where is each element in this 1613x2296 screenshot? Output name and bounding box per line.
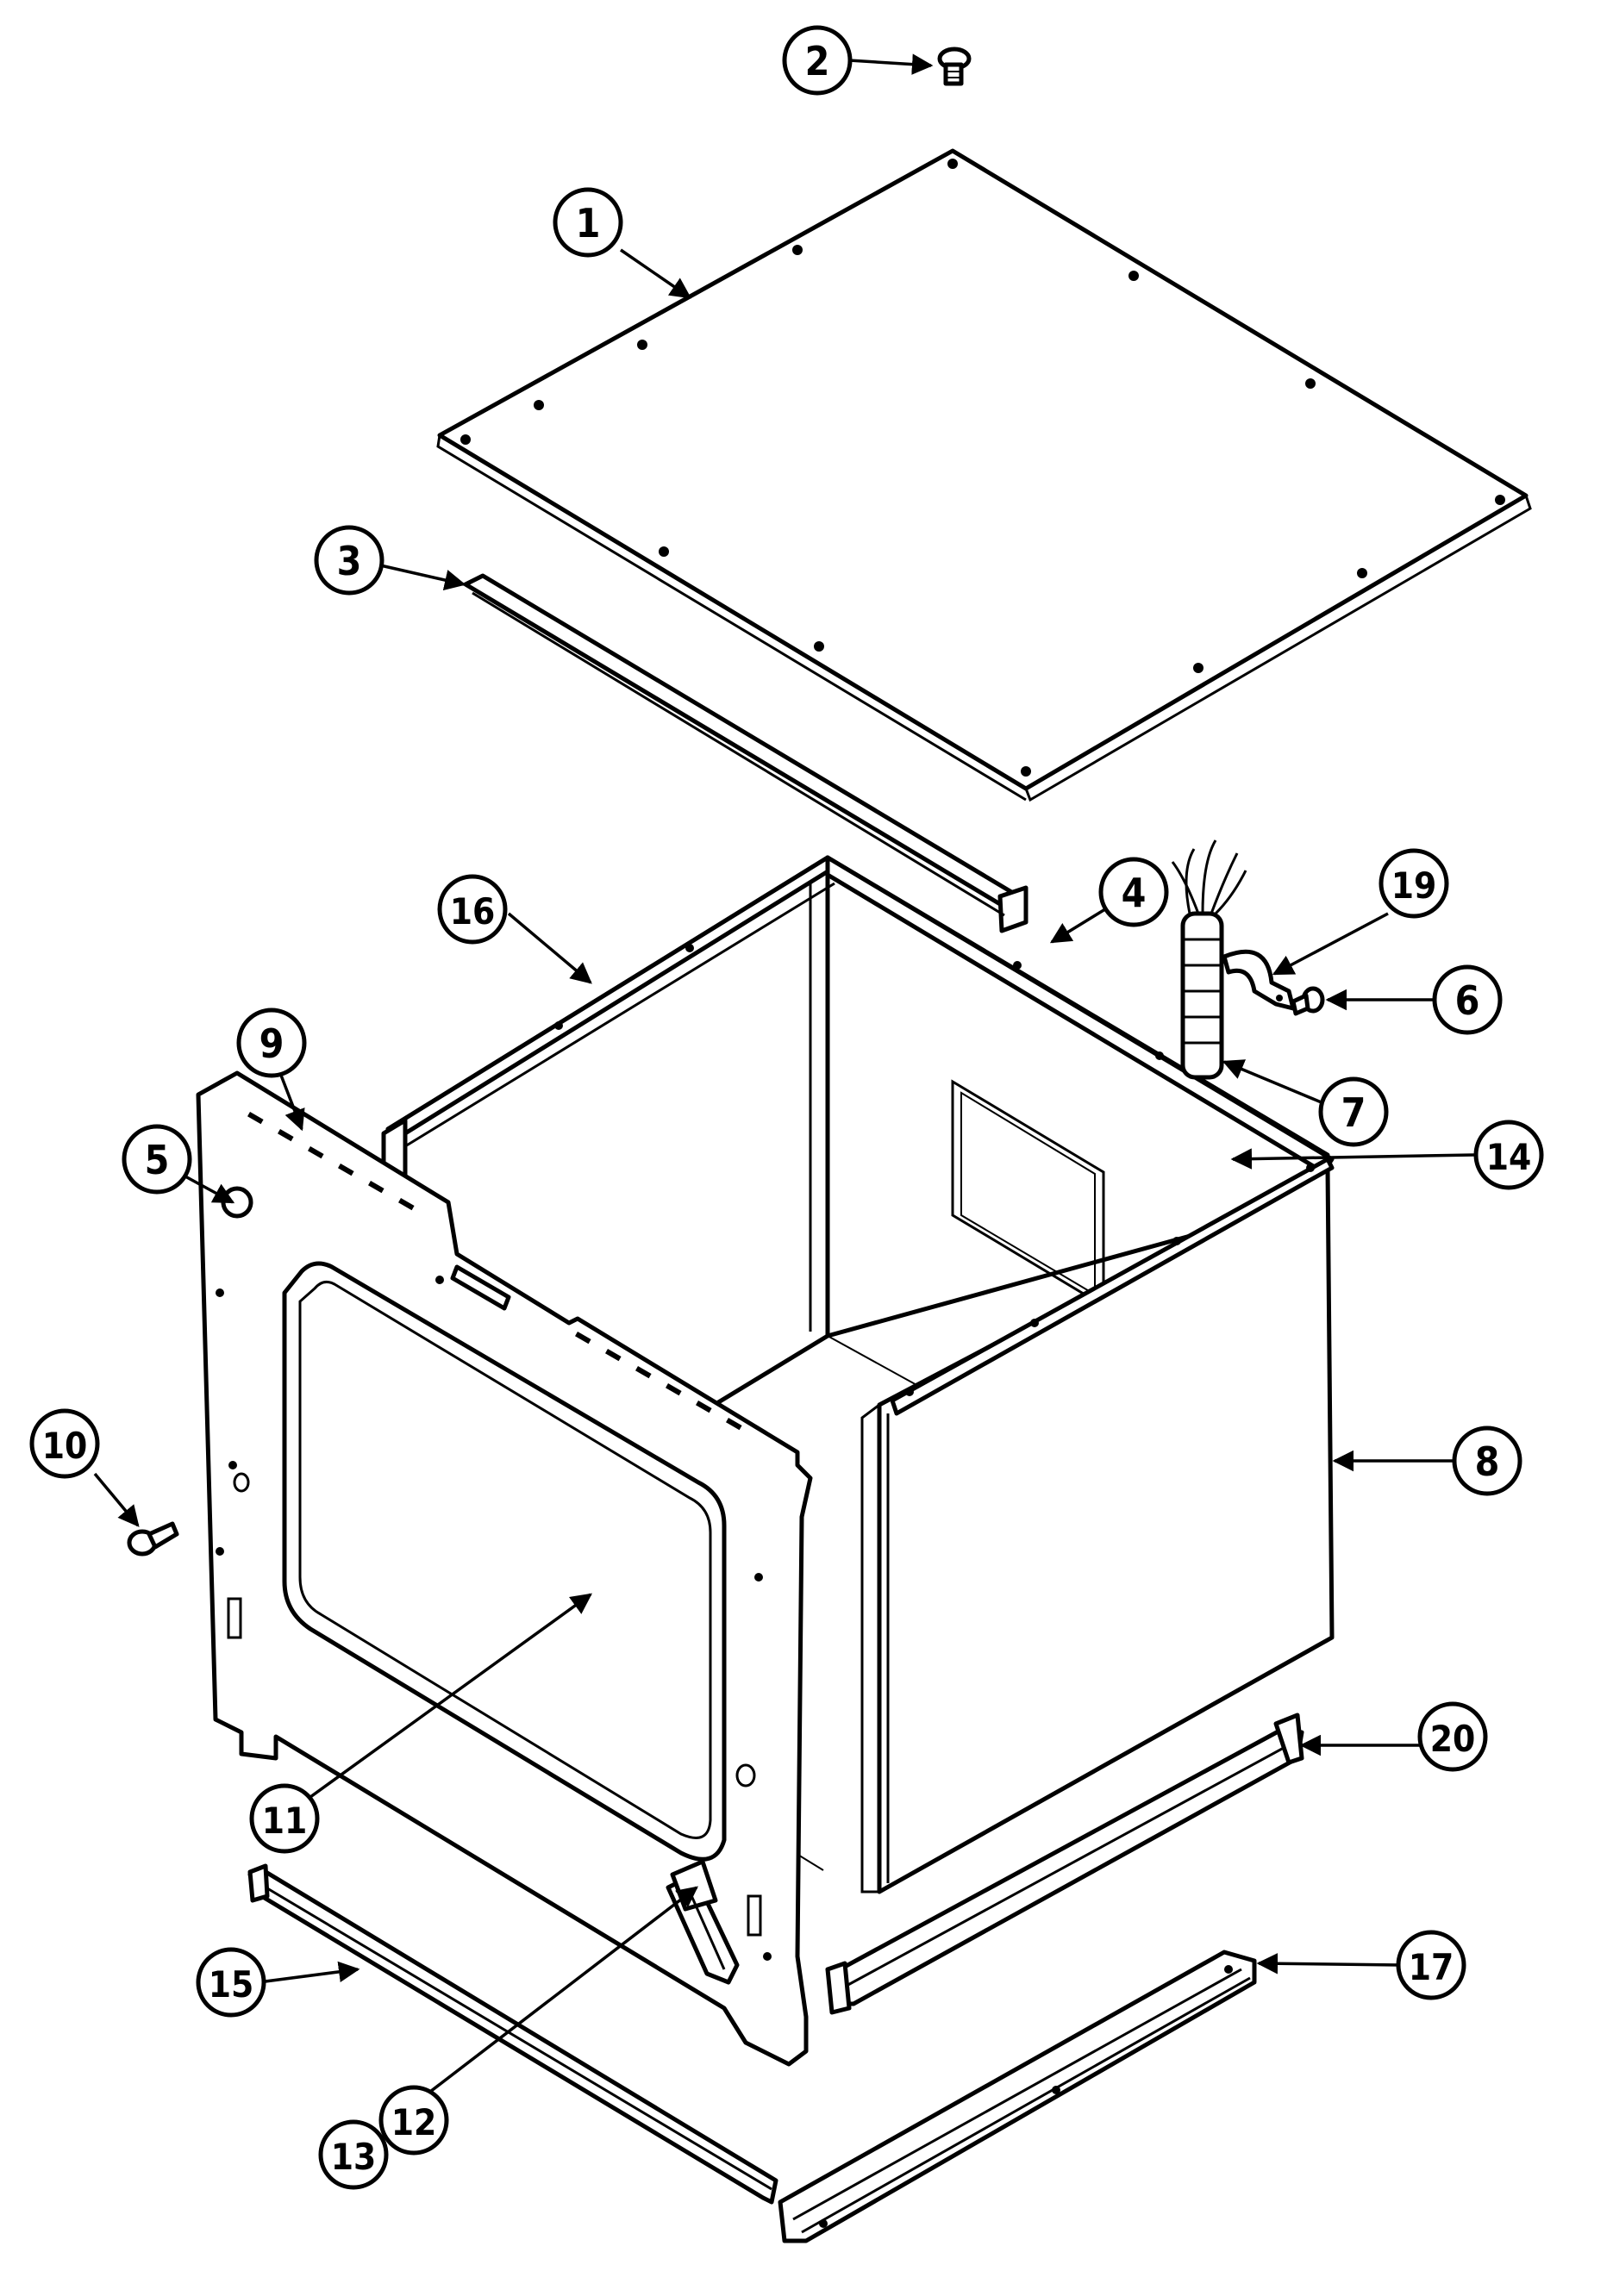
callout-1: 1 <box>553 187 623 258</box>
callout-13: 13 <box>318 2119 389 2190</box>
part-top-panel <box>436 148 1532 802</box>
part-screw-top <box>937 47 972 86</box>
callout-10-label: 10 <box>42 1425 88 1467</box>
callout-6-label: 6 <box>1455 977 1480 1024</box>
part-rail-right <box>825 1713 1304 2015</box>
callout-5-label: 5 <box>145 1137 170 1183</box>
callout-2-label: 2 <box>805 38 830 84</box>
callout-5: 5 <box>122 1124 192 1195</box>
part-screw-clamp <box>1291 986 1325 1016</box>
callout-20-label: 20 <box>1430 1718 1476 1760</box>
callout-17: 17 <box>1396 1930 1466 2000</box>
callout-9-label: 9 <box>259 1020 284 1067</box>
callout-15: 15 <box>196 1947 266 2018</box>
callout-8: 8 <box>1452 1426 1522 1496</box>
callout-4-label: 4 <box>1122 870 1147 916</box>
callout-3: 3 <box>314 525 384 596</box>
callout-11: 11 <box>249 1783 320 1854</box>
part-screw-left <box>127 1521 179 1557</box>
callout-10: 10 <box>29 1408 100 1479</box>
part-front-frame <box>196 1070 813 2067</box>
part-wire-harness <box>1171 839 1247 1080</box>
callout-11-label: 11 <box>262 1800 308 1842</box>
callout-14-label: 14 <box>1486 1136 1532 1178</box>
callout-8-label: 8 <box>1475 1438 1500 1485</box>
part-rail-left <box>247 1863 778 2205</box>
callout-12: 12 <box>378 2085 449 2156</box>
callout-20: 20 <box>1417 1701 1488 1772</box>
callout-13-label: 13 <box>331 2136 377 2178</box>
callout-19: 19 <box>1379 848 1449 919</box>
callout-12-label: 12 <box>391 2101 437 2143</box>
callout-4: 4 <box>1098 857 1169 927</box>
callout-17-label: 17 <box>1409 1946 1454 1988</box>
callout-3-label: 3 <box>337 538 362 584</box>
callout-14: 14 <box>1473 1120 1544 1190</box>
callout-16: 16 <box>437 874 508 945</box>
part-rail-bottom <box>778 1950 1257 2243</box>
callout-9: 9 <box>236 1008 307 1078</box>
part-clamp <box>1222 949 1296 1011</box>
callout-6: 6 <box>1432 964 1503 1035</box>
part-trim-strip <box>463 573 1028 933</box>
callout-2: 2 <box>782 25 853 96</box>
callout-19-label: 19 <box>1391 864 1437 907</box>
callout-7: 7 <box>1318 1076 1389 1147</box>
callout-1-label: 1 <box>576 200 601 246</box>
callout-7-label: 7 <box>1341 1089 1366 1136</box>
callout-15-label: 15 <box>209 1963 254 2006</box>
callout-16-label: 16 <box>450 890 496 933</box>
